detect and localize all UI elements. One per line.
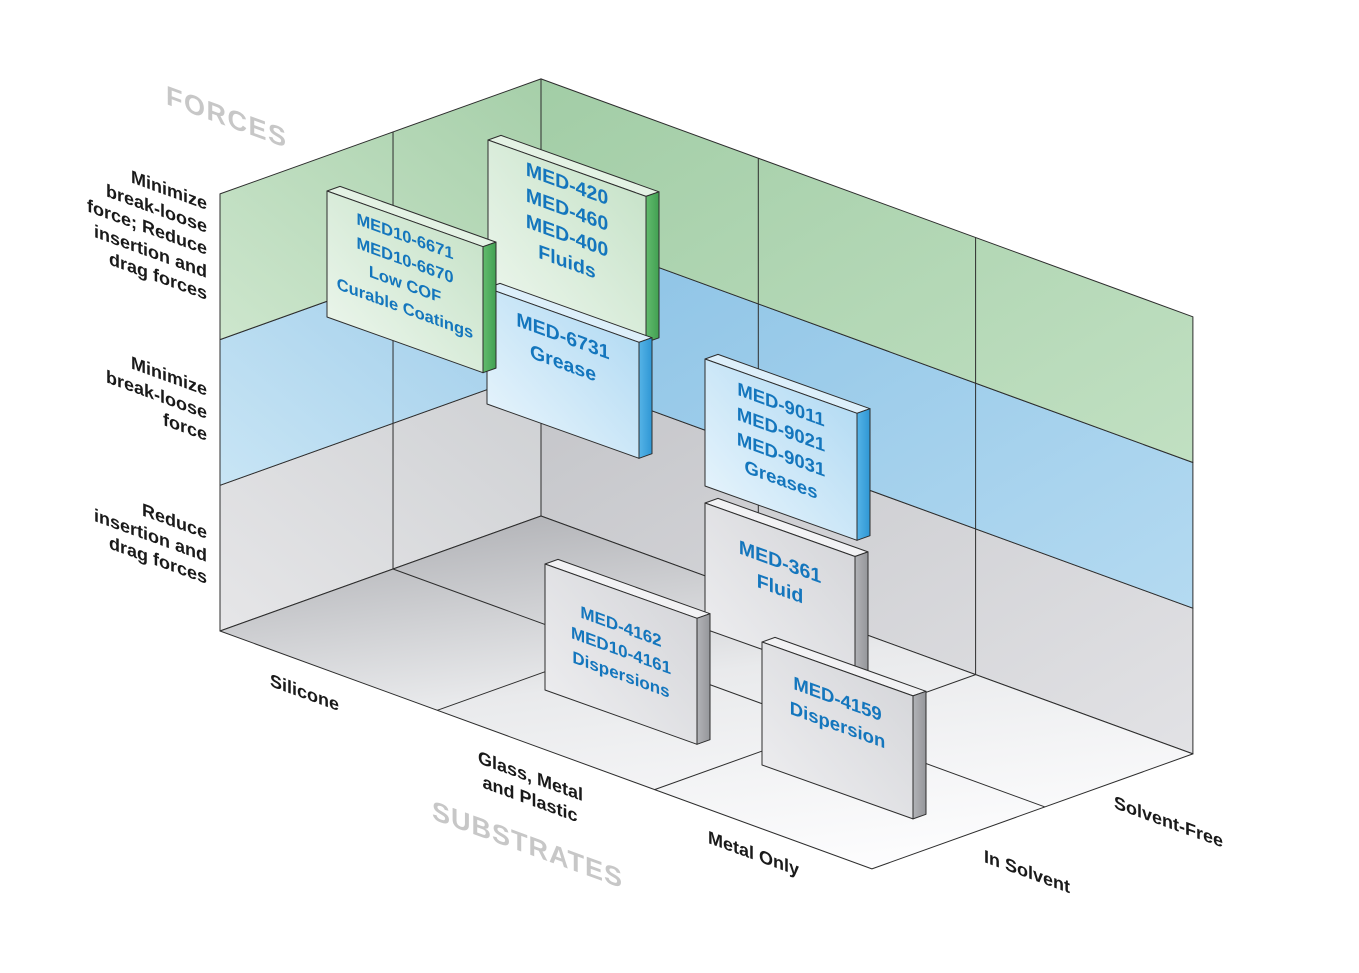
product-card: MED-420MED-460MED-400Fluids xyxy=(487,134,660,343)
product-card: MED-361Fluid xyxy=(704,497,869,683)
card-face xyxy=(326,190,484,374)
card-side-edge xyxy=(645,191,660,343)
card-side-edge xyxy=(482,241,497,374)
card-side-edge xyxy=(912,690,927,820)
card-side-edge xyxy=(638,337,653,459)
card-side-edge xyxy=(854,551,869,683)
product-card: MED-4162MED10-4161Dispersions xyxy=(544,558,711,745)
card-side-edge xyxy=(856,408,871,541)
card-side-edge xyxy=(696,613,711,745)
product-card: MED-9011MED-9021MED-9031Greases xyxy=(704,353,871,541)
card-face xyxy=(704,358,858,541)
product-card: MED-4159Dispersion xyxy=(761,636,927,820)
card-face xyxy=(761,641,914,820)
product-card: MED-6731Grease xyxy=(486,282,653,459)
card-face xyxy=(544,563,698,745)
floor-solvent-division xyxy=(392,568,1046,808)
